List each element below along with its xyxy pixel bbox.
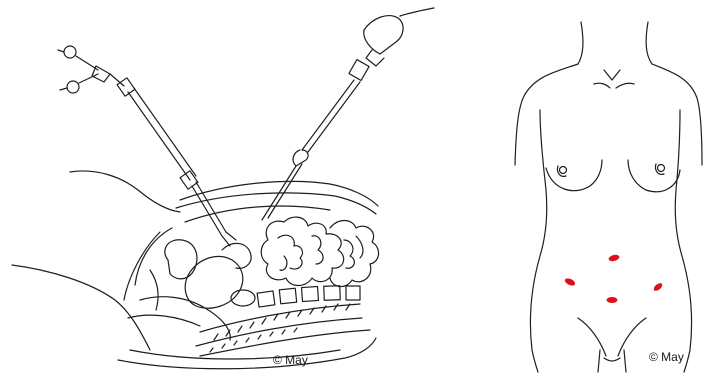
groin-outline xyxy=(578,318,606,356)
neck-outline xyxy=(646,22,652,64)
torso-front-view xyxy=(515,22,702,372)
clavicle-lines xyxy=(594,83,610,88)
groin-outline xyxy=(604,358,620,361)
incision-mark xyxy=(564,277,577,287)
neck-outline xyxy=(578,22,583,64)
pelvic-organs xyxy=(128,240,255,340)
arm-outline xyxy=(540,110,546,190)
waist-outline xyxy=(675,190,691,372)
waist-outline xyxy=(530,190,546,372)
groin-outline xyxy=(618,318,646,356)
laparoscopy-cross-section xyxy=(12,8,434,369)
nipple-left xyxy=(560,167,567,174)
breast-outline xyxy=(546,160,602,191)
nipple-right xyxy=(658,165,665,172)
shoulder-outline xyxy=(515,64,578,165)
grasper-instrument xyxy=(58,46,236,246)
breast-outline xyxy=(628,160,680,192)
patient-body-outline xyxy=(12,171,378,369)
leg-outline xyxy=(598,350,600,372)
incision-marks xyxy=(564,254,664,303)
copyright-credit-left: © May xyxy=(273,353,308,367)
shoulder-outline xyxy=(652,64,702,165)
incision-mark xyxy=(652,282,663,293)
bowel-loops xyxy=(261,217,378,287)
incision-mark xyxy=(608,254,620,263)
clavicle-lines xyxy=(616,83,634,88)
incision-mark xyxy=(607,297,618,303)
copyright-credit-right: © May xyxy=(649,350,684,364)
leg-outline xyxy=(624,350,626,372)
clavicle-lines xyxy=(604,70,620,80)
